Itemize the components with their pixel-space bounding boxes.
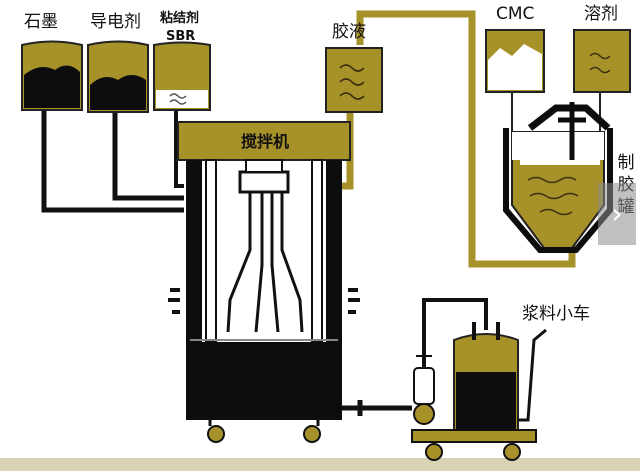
sbr-hopper: [153, 41, 211, 111]
glue-label: 胶液: [332, 22, 366, 42]
slurry-cart: [411, 298, 547, 461]
sbr-feed-pipe: [174, 110, 184, 188]
mixer: [168, 121, 412, 443]
glue-making-tank: [503, 102, 613, 253]
conductive-agent-label: 导电剂: [90, 12, 141, 32]
chevron-right-icon: ›: [611, 197, 623, 230]
graphite-hopper: [21, 40, 83, 111]
conductive-feed-pipe: [112, 110, 184, 201]
binder-sbr-label-line1: 粘结剂: [160, 11, 200, 26]
cmc-label: CMC: [496, 4, 535, 24]
floor-strip: [0, 458, 640, 471]
mixer-label: 搅拌机: [240, 132, 289, 151]
graphite-feed-pipe: [41, 108, 184, 213]
binder-sbr-label-line2: SBR: [166, 29, 196, 44]
graphite-label: 石墨: [24, 12, 58, 32]
next-slide-button[interactable]: ›: [598, 183, 636, 245]
conductive-agent-hopper: [87, 40, 149, 113]
slurry-cart-label: 浆料小车: [522, 304, 590, 324]
solvent-hopper: [573, 29, 631, 140]
glue-hopper: [325, 47, 383, 113]
solvent-label: 溶剂: [584, 4, 618, 24]
cmc-hopper: [485, 29, 545, 140]
